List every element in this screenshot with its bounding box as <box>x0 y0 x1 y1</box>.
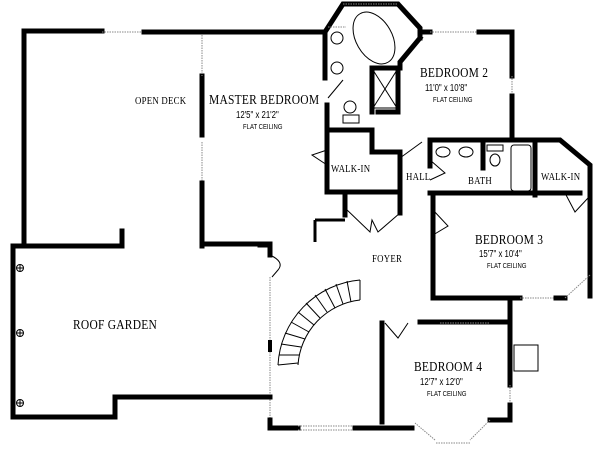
open-deck-walls <box>21 28 233 249</box>
master-bedroom-ceiling: FLAT CEILING <box>243 124 283 131</box>
bedroom-4-label: BEDROOM 4 <box>414 360 483 375</box>
bedroom-3-label: BEDROOM 3 <box>475 233 544 248</box>
master-bedroom-label: MASTER BEDROOM <box>209 93 320 108</box>
master-walk-in-walls <box>310 127 423 234</box>
master-bath-walls <box>302 1 424 195</box>
roof-garden-walls <box>10 228 273 420</box>
hall-label: HALL <box>406 171 431 183</box>
bedroom-4-walls <box>379 295 539 444</box>
bedroom-4-ceiling: FLAT CEILING <box>427 391 467 398</box>
bedroom-3-walls <box>430 195 591 301</box>
bedroom-3-dims: 15'7" x 10'4" <box>479 249 522 260</box>
bath-label: BATH <box>468 175 492 187</box>
bedroom-2-walls <box>417 29 515 143</box>
bath-walls <box>427 137 593 299</box>
master-walk-in-label: WALK-IN <box>331 163 371 175</box>
bedroom-3-ceiling: FLAT CEILING <box>487 263 527 270</box>
bedroom-3-walk-in-label: WALK-IN <box>541 171 581 183</box>
bedroom-4-dims: 12'7" x 12'0" <box>420 377 463 388</box>
bedroom-2-dims: 11'0" x 10'8" <box>425 83 468 94</box>
foyer-label: FOYER <box>372 253 403 265</box>
master-bedroom-dims: 12'5" x 21'2" <box>236 110 279 121</box>
open-deck-label: OPEN DECK <box>135 95 187 107</box>
bedroom-2-label: BEDROOM 2 <box>420 66 489 81</box>
bedroom-2-ceiling: FLAT CEILING <box>433 97 473 104</box>
roof-garden-label: ROOF GARDEN <box>73 318 158 333</box>
stair-treads <box>277 280 361 366</box>
foyer-walls <box>257 242 415 431</box>
